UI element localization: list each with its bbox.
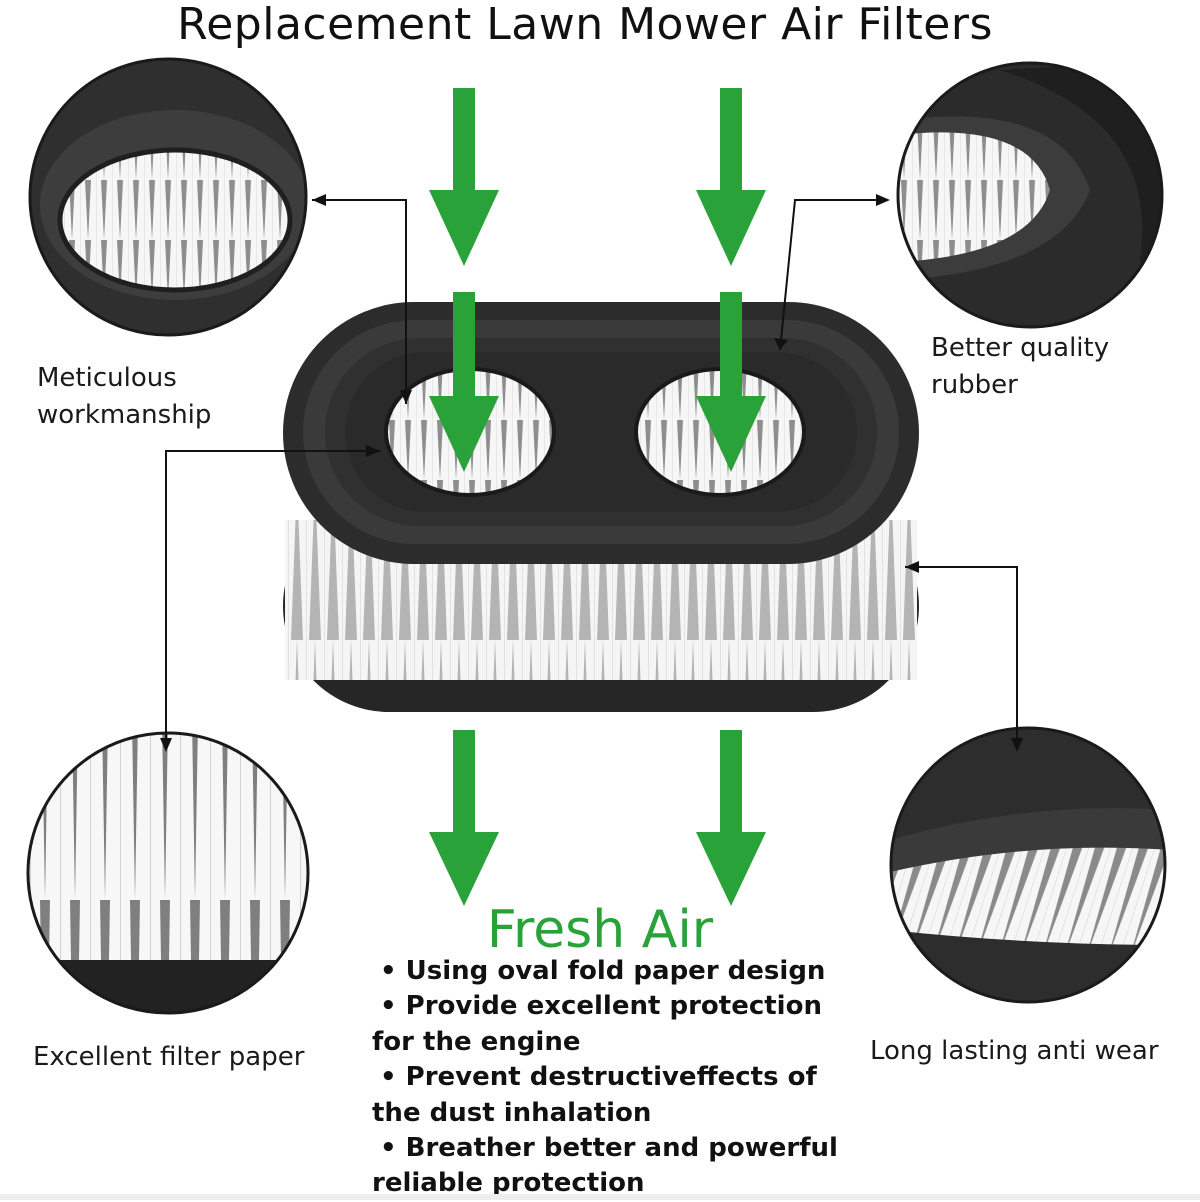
detail-circle-anti-wear [889, 726, 1167, 1004]
callout-label-rubber: Better quality rubber [931, 330, 1109, 404]
callout-text-line: rubber [931, 370, 1018, 400]
down-arrow-icon [696, 292, 766, 472]
callout-arrow-icon [779, 199, 880, 351]
feature-item: • Provide excellent protection [380, 991, 822, 1022]
detail-circle-workmanship [28, 57, 308, 337]
airflow-arrows [429, 88, 766, 906]
detail-circle-filter-paper [26, 731, 310, 1015]
feature-item: • Breather better and powerful [380, 1133, 838, 1164]
feature-list: • Using oval fold paper design • Provide… [372, 954, 838, 1202]
callout-arrow-icon [905, 566, 1018, 740]
down-arrow-icon [429, 730, 499, 906]
callout-arrow-icon [165, 450, 380, 740]
main-filter [283, 302, 919, 712]
feature-item: • Prevent destructiveffects of [380, 1062, 817, 1093]
callout-text-line: Meticulous [37, 363, 177, 393]
feature-item: • Using oval fold paper design [380, 956, 826, 986]
feature-item-continuation: reliable protection [372, 1168, 645, 1199]
callout-text-line: workmanship [37, 400, 212, 430]
feature-item-continuation: for the engine [372, 1026, 581, 1057]
down-arrow-icon [696, 88, 766, 266]
callout-label-filter-paper: Excellent filter paper [33, 1042, 305, 1072]
callout-text-line: Better quality [931, 333, 1110, 363]
callout-label-anti-wear: Long lasting anti wear [870, 1036, 1159, 1066]
callout-label-workmanship: Meticulous workmanship [37, 360, 211, 434]
down-arrow-icon [429, 292, 499, 472]
fresh-air-heading: Fresh Air [486, 900, 714, 960]
callout-lines [165, 199, 1018, 740]
detail-circle-rubber [896, 61, 1164, 329]
bottom-divider [0, 1194, 1200, 1200]
down-arrow-icon [696, 730, 766, 906]
down-arrow-icon [429, 88, 499, 266]
callout-arrow-icon [312, 199, 407, 393]
feature-item-continuation: the dust inhalation [372, 1097, 652, 1128]
page-title: Replacement Lawn Mower Air Filters [177, 0, 993, 50]
